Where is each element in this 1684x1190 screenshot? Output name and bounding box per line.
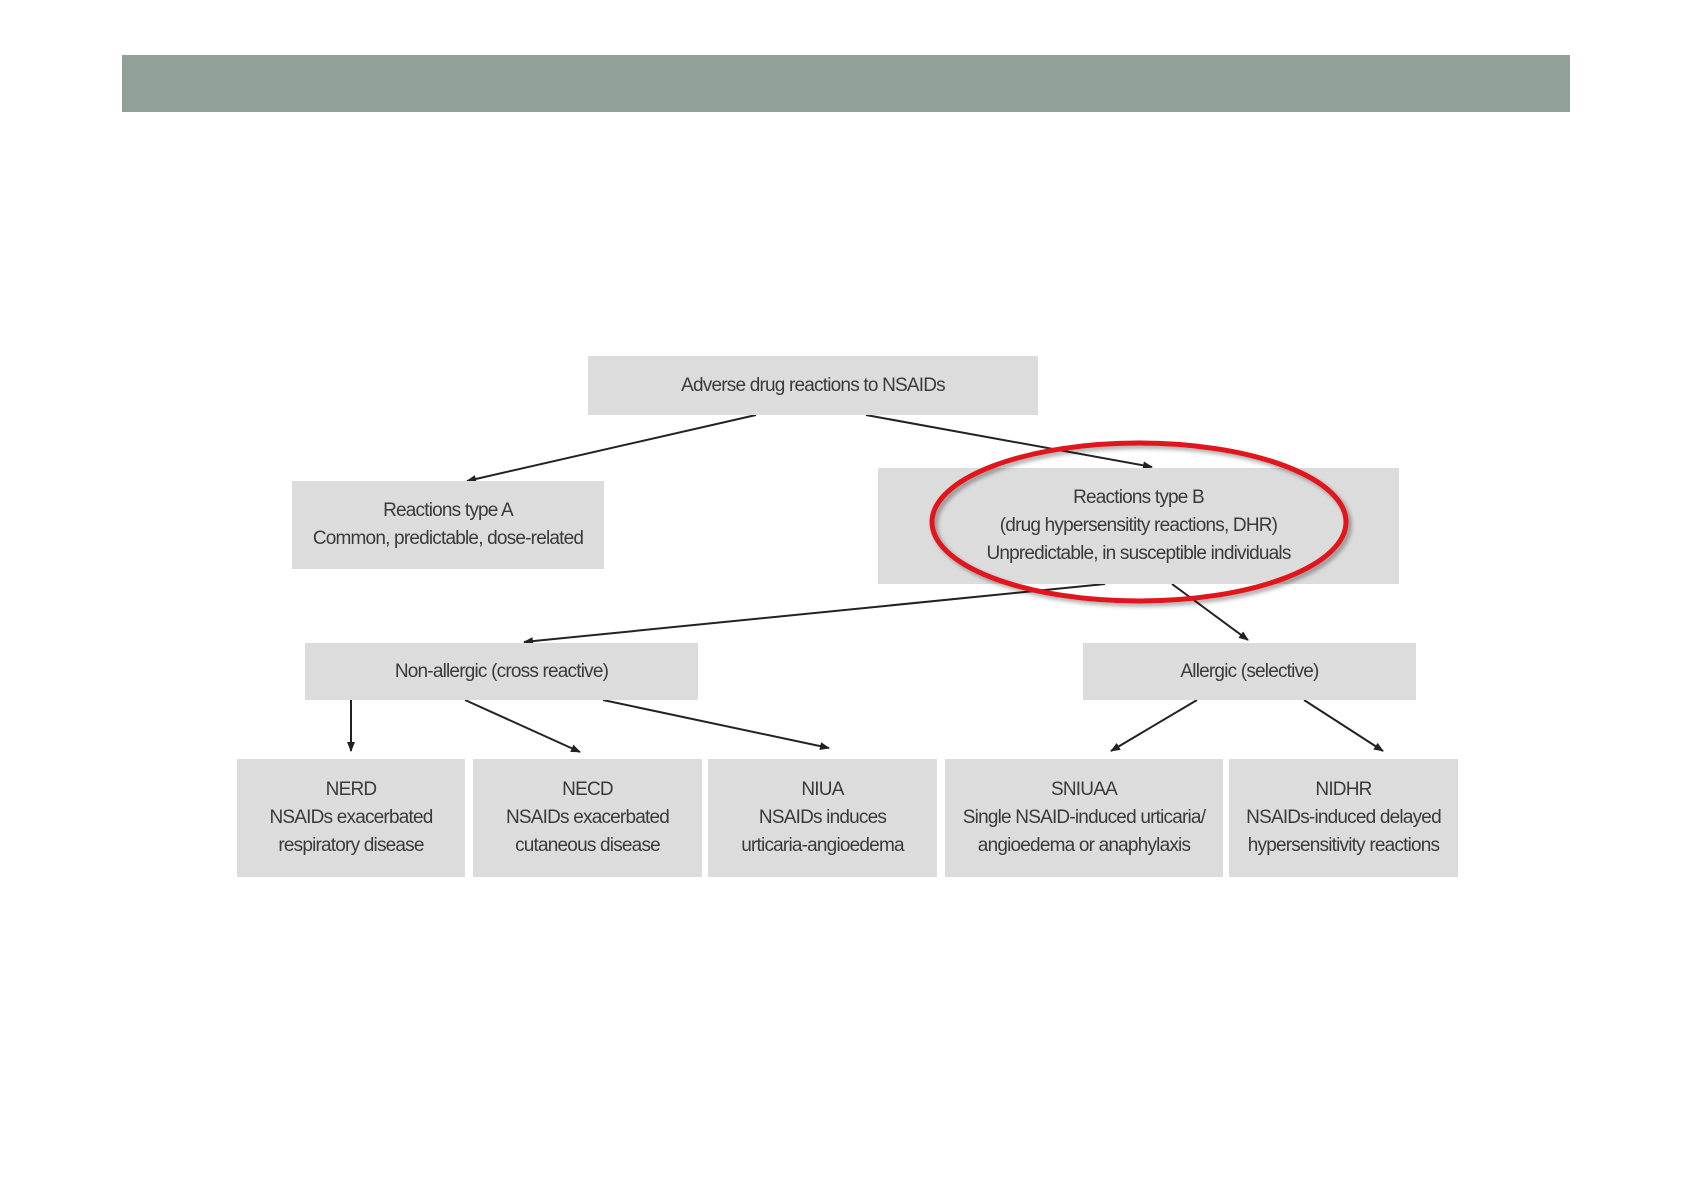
node-label: Adverse drug reactions to NSAIDs [681, 374, 946, 396]
node-desc: hypersensitivity reactions [1247, 835, 1440, 856]
node-desc: NSAIDs induces [758, 807, 887, 828]
node-type-a: Reactions type A Common, predictable, do… [292, 481, 604, 569]
node-desc: NSAIDs-induced delayed [1246, 807, 1441, 828]
node-desc: angioedema or anaphylaxis [977, 835, 1191, 856]
arrow-to-sniuaa [1110, 699, 1198, 752]
node-desc: NSAIDs exacerbated [269, 807, 433, 828]
node-desc: (drug hypersensitity reactions, DHR) [999, 515, 1278, 536]
node-desc: urticaria-angioedema [741, 835, 904, 856]
node-niua: NIUA NSAIDs induces urticaria-angioedema [708, 759, 937, 877]
arrow-to-nidhr [1303, 699, 1384, 752]
node-title: Reactions type B [1073, 487, 1205, 508]
node-allergic: Allergic (selective) [1083, 643, 1416, 700]
node-desc: cutaneous disease [515, 835, 661, 856]
node-root: Adverse drug reactions to NSAIDs [588, 356, 1038, 415]
node-sniuaa: SNIUAA Single NSAID-induced urticaria/ a… [945, 759, 1223, 877]
arrow-root-to-a [466, 414, 757, 483]
arrow-b-to-allergic [1171, 583, 1249, 641]
node-title: SNIUAA [1051, 779, 1118, 800]
node-title: NIDHR [1315, 779, 1372, 800]
node-label: Allergic (selective) [1180, 660, 1319, 682]
arrow-root-to-b [865, 414, 1153, 470]
arrow-to-niua [602, 699, 830, 751]
node-desc: Common, predictable, dose-related [312, 528, 584, 549]
node-title: NIUA [801, 779, 844, 800]
node-title: NERD [325, 779, 377, 800]
node-nidhr: NIDHR NSAIDs-induced delayed hypersensit… [1229, 759, 1458, 877]
node-desc: Single NSAID-induced urticaria/ [962, 807, 1206, 828]
slide-title-bar [122, 55, 1570, 112]
node-non-allergic: Non-allergic (cross reactive) [305, 643, 698, 700]
node-desc: Unpredictable, in susceptible individual… [986, 543, 1291, 564]
node-nerd: NERD NSAIDs exacerbated respiratory dise… [237, 759, 465, 877]
node-type-b: Reactions type B (drug hypersensitity re… [878, 468, 1399, 584]
node-label: Non-allergic (cross reactive) [394, 660, 609, 682]
node-necd: NECD NSAIDs exacerbated cutaneous diseas… [473, 759, 702, 877]
arrow-b-to-nonallergic [523, 583, 1106, 646]
node-desc: respiratory disease [278, 835, 424, 856]
node-desc: NSAIDs exacerbated [505, 807, 670, 828]
node-title: Reactions type A [383, 500, 514, 521]
node-title: NECD [562, 779, 613, 800]
arrow-to-necd [464, 699, 581, 753]
